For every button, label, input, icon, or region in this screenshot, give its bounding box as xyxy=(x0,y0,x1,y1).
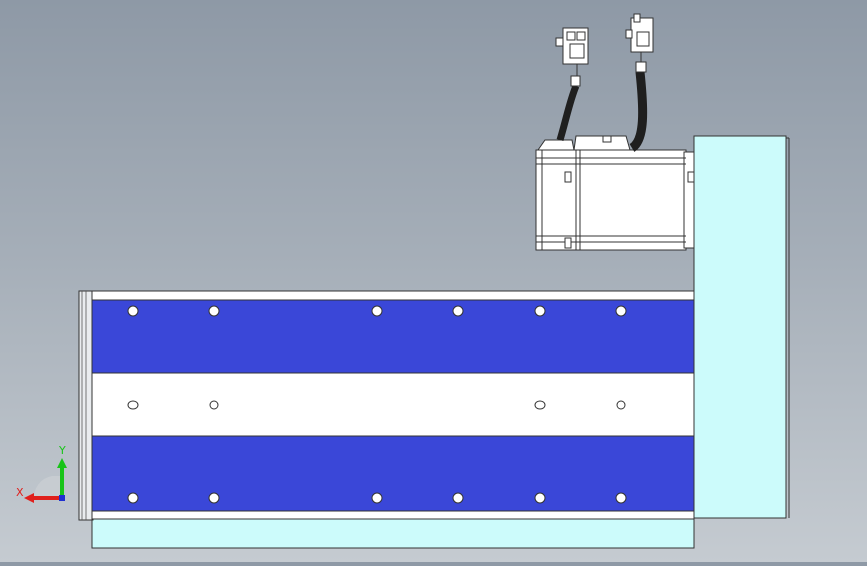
linear-rail-body[interactable] xyxy=(91,290,695,520)
cable-connectors[interactable] xyxy=(555,13,654,65)
coordinate-triad: X Y xyxy=(14,440,78,510)
rail-end-cap[interactable] xyxy=(78,290,94,521)
y-axis-label: Y xyxy=(58,444,66,457)
motor-mount-plate[interactable] xyxy=(693,135,787,519)
mounting-holes-top xyxy=(127,305,627,317)
x-axis-label: X xyxy=(16,486,24,499)
base-plate[interactable] xyxy=(91,517,695,549)
servo-motor[interactable] xyxy=(535,135,695,251)
mounting-holes-middle xyxy=(127,400,626,410)
motor-cables xyxy=(556,52,648,152)
coordinate-triad-icon: X Y xyxy=(16,444,67,503)
mounting-holes-bottom xyxy=(127,492,627,504)
